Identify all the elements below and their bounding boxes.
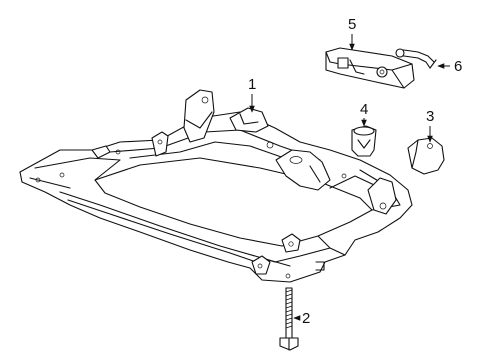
callout-1: 1 xyxy=(248,76,256,113)
insulator xyxy=(351,125,377,157)
svg-text:3: 3 xyxy=(426,108,434,125)
callout-4: 4 xyxy=(360,101,368,127)
bolt xyxy=(279,287,299,351)
callout-6: 6 xyxy=(437,58,462,75)
mount-bracket xyxy=(407,137,445,175)
svg-text:2: 2 xyxy=(302,310,310,327)
subframe-crossmember xyxy=(19,89,413,283)
callout-3: 3 xyxy=(426,108,434,143)
svg-text:6: 6 xyxy=(454,58,462,75)
mount-bracket-upper xyxy=(325,47,415,89)
svg-text:5: 5 xyxy=(348,16,356,33)
callout-2: 2 xyxy=(293,310,310,327)
link-rod xyxy=(395,48,437,69)
svg-text:4: 4 xyxy=(360,101,368,118)
callout-5: 5 xyxy=(348,16,356,51)
svg-text:1: 1 xyxy=(248,76,256,93)
